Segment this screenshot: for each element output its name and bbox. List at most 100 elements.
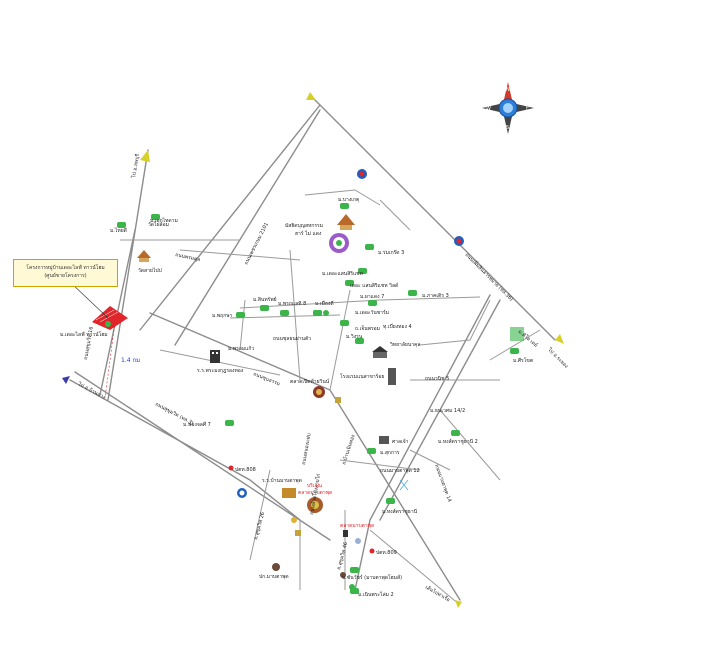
compass-n: N <box>506 87 510 93</box>
compass-e: E <box>526 106 529 112</box>
compass-w: W <box>486 106 491 112</box>
building-icon <box>355 538 361 544</box>
label-ptt-1: ปตท.808 <box>235 467 256 473</box>
label-mosque: มัสยิดบุญสหกรรม <box>285 222 323 229</box>
label-mu-deavan: ม.เดอะวันชาร์ม <box>355 309 389 316</box>
arrow-icon <box>140 150 150 162</box>
label-mu-muenglek: ม.เมืองดี <box>315 300 334 307</box>
village-icon <box>105 321 111 327</box>
temple-icon <box>337 214 355 230</box>
building-icon <box>343 530 348 537</box>
building-icon <box>379 436 389 444</box>
label-mu-ekachai: ม.เอกไทดาม <box>150 217 178 224</box>
village-icon <box>386 498 395 504</box>
label-project-village: ม.เดอะไลฟ์ ทาวน์โฮม <box>60 331 108 338</box>
arrow-icon <box>306 92 316 100</box>
label-mu-nam: ม.ภาคเดิร 3 <box>422 292 449 299</box>
village-icon <box>451 430 460 436</box>
label-bypass: ทุ.เบี่ยงทอง 4 <box>383 323 412 330</box>
village-icon <box>408 290 417 296</box>
label-mu-noenphra: ม.เนินพระไล่ม 2 <box>358 591 394 598</box>
label-wat-bang: ม.บางเกตุ <box>338 197 359 203</box>
label-mu-khohorn: ม.ไทยดี <box>110 227 127 234</box>
label-mu-kharn: ม.ศีรโขต <box>513 357 533 364</box>
village-icon <box>313 310 322 316</box>
village-icon <box>345 280 354 286</box>
compass-rose-icon: N S W E <box>482 82 534 134</box>
school-icon <box>210 350 220 363</box>
building-icon <box>340 572 346 578</box>
village-icon <box>236 312 245 318</box>
label-road-hom: ถนนชุนธรรม <box>252 371 281 387</box>
label-post-office: ศาลเจ้า <box>392 438 409 445</box>
label-mu-thanon: ม.ซันวัชร์ (มาบตาพุดโฮมส์) <box>342 574 402 581</box>
label-school2: ร.ร.บ้านมาบตาพุด <box>262 477 302 484</box>
label-mu-panchai: ม.ฟองจลศึ 7 <box>183 421 211 428</box>
label-road-thailand: ถนนเพิ่มสินลารหมาย (ทล.36) <box>464 251 515 302</box>
road-network <box>69 94 556 606</box>
village-icon <box>117 222 126 228</box>
label-market-red3: ตลาดมาบตาพุด <box>340 523 374 529</box>
label-bigc: โรงแรมแนสาขาร้อย <box>340 373 384 380</box>
label-road-kansai: ถนนมาบตาพุด 12 <box>380 468 420 474</box>
label-mu-pholesanta: ม.พรถแลทิ 8 <box>278 300 306 307</box>
label-mu-hongnam: ม.หงส์ดราชูธานี 2 <box>438 438 478 445</box>
building-icon <box>510 327 524 341</box>
label-mu-pruksa2: เดอะ แสนสิริแชท วิลด์ <box>350 282 398 289</box>
building-icon <box>388 368 396 385</box>
label-road-main1: ถนนชุลธนผ่านตัว <box>273 336 311 342</box>
building-icon <box>291 517 297 523</box>
label-mu-lemsee: ม.ร่มเกร๊ด 3 <box>378 249 404 256</box>
label-hospital: วิทยาลัยนาคุล <box>390 341 421 348</box>
village-icon <box>340 203 349 209</box>
arrow-icon <box>555 334 564 344</box>
project-marker[interactable] <box>69 281 128 330</box>
label-mu-hongdara: ม.หงส์ดราชูธานี <box>382 508 418 515</box>
label-school: ร.ร.พระมงกุฎรองทอง <box>197 368 244 374</box>
gas-station-icon <box>237 488 247 498</box>
distance-line <box>104 321 116 399</box>
market-icon <box>307 497 323 513</box>
village-icon <box>151 214 160 220</box>
building-icon <box>272 563 280 571</box>
compass-s: S <box>506 125 509 131</box>
label-lotus: ตลาดเปิดท้ายวินน์ <box>290 378 330 385</box>
label-khonkaen-road-top: ไป อ.ลพบุรี <box>130 153 141 179</box>
label-ptt-2: ปตท.809 <box>376 550 397 556</box>
label-mu-shinnavat: ม.ธนเวศม 14/2 <box>430 408 465 414</box>
label-nakorn-road: ม.ผาแดง 7 <box>360 294 384 300</box>
village-icon <box>349 584 355 590</box>
label-mosque-sub: ฮาร์ ไม่ แดง <box>295 230 322 237</box>
gas-station-icon <box>454 236 464 246</box>
label-mu-jaojak: ม.พฤกษา <box>212 313 233 319</box>
project-callout: โครงการหมู่บ้านเดอะไลฟ์ ทาวน์โฮม (ศูนย์ข… <box>13 259 118 287</box>
village-icon <box>350 567 359 573</box>
label-go-rayong: ไป อ.ระยอง <box>546 346 570 370</box>
market-icon <box>313 386 325 398</box>
village-icon <box>340 320 349 326</box>
label-market-red: บริเวณ <box>307 482 322 489</box>
temple-icon <box>137 250 151 262</box>
label-soi-nongfab: ถนนหนองแฟบ <box>301 433 312 466</box>
mosque-icon <box>329 233 349 253</box>
direction-arrows <box>62 92 564 608</box>
label-soi-sukhumvit46: ถ.สุขุมวิท 46 <box>335 541 349 570</box>
callout-line1: โครงการหมู่บ้านเดอะไลฟ์ ทาวน์โฮม <box>26 265 105 271</box>
village-icon <box>355 338 364 344</box>
label-road-bang-khae: ถนนพรมตุล <box>175 252 201 263</box>
building-icon <box>282 488 296 498</box>
village-icon <box>260 305 269 311</box>
label-mu-pruksa: ม.เดอะแสนสิริแชท <box>322 270 363 277</box>
village-markers <box>117 203 519 594</box>
building-icon <box>335 397 341 403</box>
label-market-red2: ตลาดมาบตาพุด <box>298 490 332 496</box>
label-mu-praphan: ม.พรอมแก้ว <box>228 345 254 352</box>
village-icon <box>365 244 374 250</box>
hospital-icon <box>372 346 388 358</box>
label-mu-rungrot: ม.วิงรุน <box>346 333 363 340</box>
village-icon <box>225 420 234 426</box>
label-mu-samran: ม.สุกการ <box>380 450 400 456</box>
callout-line2: (ศูนย์ขายโครงการ) <box>44 273 87 279</box>
village-icon <box>510 348 519 354</box>
village-icon <box>368 300 377 306</box>
